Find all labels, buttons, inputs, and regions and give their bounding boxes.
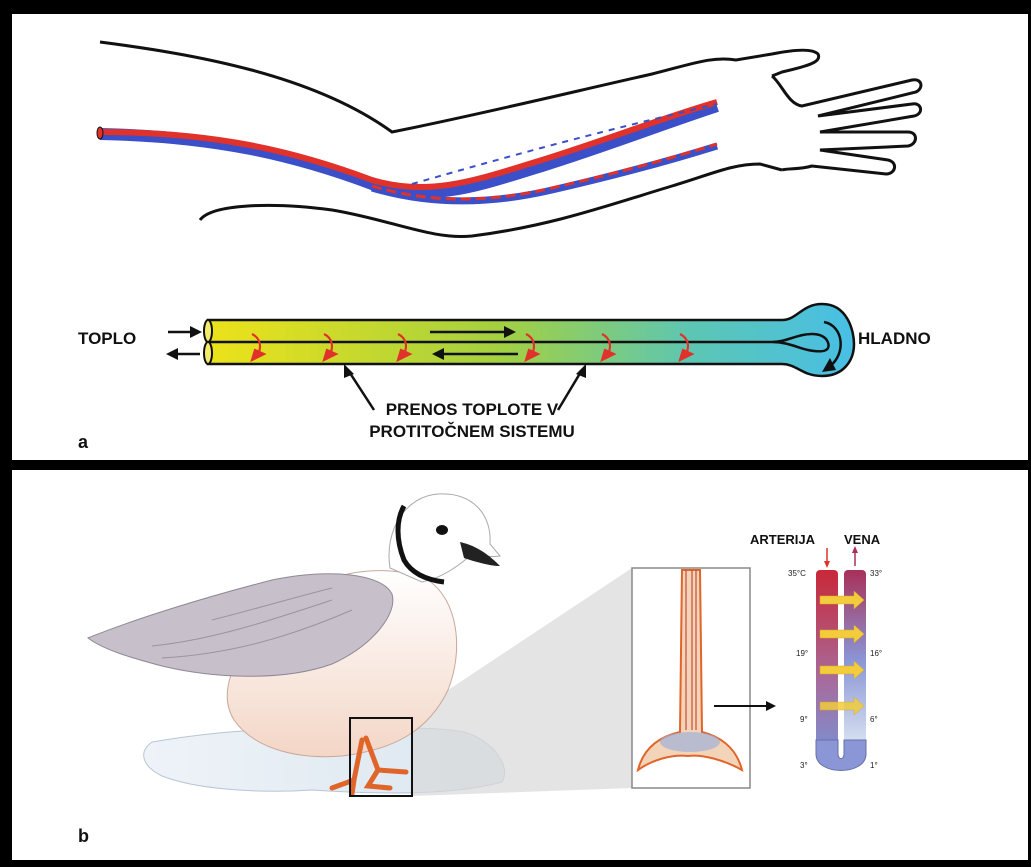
caption-line-1: PRENOS TOPLOTE V — [342, 400, 602, 420]
vein-temp-4: 1° — [870, 761, 878, 770]
artery-temp-1: 35°C — [788, 569, 806, 578]
vein-bundle — [100, 106, 717, 192]
artery-temp-4: 3° — [800, 761, 808, 770]
artery-label: ARTERIJA — [750, 532, 815, 547]
warm-label: TOPLO — [78, 329, 136, 349]
panel-a: TOPLO HLADNO PRENOS TOPLOTE V PROTITOČNE… — [12, 14, 1028, 460]
countercurrent-tube — [166, 304, 854, 410]
cold-label: HLADNO — [858, 329, 931, 349]
panel-b: ARTERIJA VENA 35°C 19° 9° 3° 33° 16° 6° … — [12, 470, 1028, 860]
panel-a-drawing — [12, 14, 1028, 460]
hand-outline — [772, 76, 921, 174]
vein-temp-2: 16° — [870, 649, 882, 658]
panel-b-drawing — [12, 470, 1028, 860]
vein-temp-3: 6° — [870, 715, 878, 724]
panel-b-letter: b — [78, 826, 89, 847]
artery-temp-3: 9° — [800, 715, 808, 724]
caption-line-2: PROTITOČNEM SISTEMU — [342, 422, 602, 442]
artery-temp-2: 19° — [796, 649, 808, 658]
panel-a-letter: a — [78, 432, 88, 453]
arm-outline-top — [100, 42, 819, 132]
heat-exchanger — [816, 546, 866, 771]
vein-label: VENA — [844, 532, 880, 547]
vein-temp-1: 33° — [870, 569, 882, 578]
